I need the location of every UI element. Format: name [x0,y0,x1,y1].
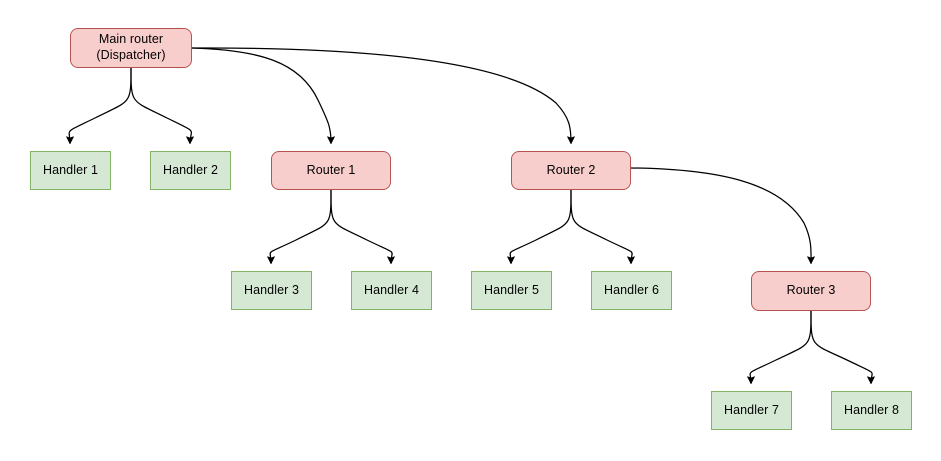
node-h3[interactable]: Handler 3 [231,271,312,310]
edge-main-to-router1 [191,47,331,143]
node-h6[interactable]: Handler 6 [591,271,672,310]
node-h1[interactable]: Handler 1 [30,151,111,190]
node-label: Handler 4 [363,282,420,297]
node-label: Main router (Dispatcher) [96,32,166,62]
node-label: Handler 1 [42,162,99,177]
edge-router2-to-h5 [510,189,572,263]
node-h7[interactable]: Handler 7 [711,391,792,430]
edges-group [69,47,872,383]
node-h8[interactable]: Handler 8 [831,391,912,430]
edge-router1-to-h3 [270,189,332,263]
edge-router1-to-h4 [330,189,392,263]
edge-main-to-h2 [130,67,191,143]
node-h5[interactable]: Handler 5 [471,271,552,310]
node-label: Handler 7 [723,402,780,417]
node-h4[interactable]: Handler 4 [351,271,432,310]
node-label: Router 1 [306,162,356,177]
node-label: Handler 8 [843,402,900,417]
edge-router3-to-h8 [810,310,872,383]
edge-router2-to-router3 [630,167,811,263]
edge-main-to-router2 [191,47,571,143]
node-router3[interactable]: Router 3 [751,271,871,311]
node-label: Handler 5 [483,282,540,297]
node-router2[interactable]: Router 2 [511,151,631,190]
node-label: Handler 2 [162,162,219,177]
node-label: Handler 3 [243,282,300,297]
edge-router3-to-h7 [750,310,812,383]
node-label: Router 3 [786,283,836,298]
node-label: Handler 6 [603,282,660,297]
edge-main-to-h1 [69,67,132,143]
node-label: Router 2 [546,162,596,177]
node-router1[interactable]: Router 1 [271,151,391,190]
node-h2[interactable]: Handler 2 [150,151,231,190]
edge-router2-to-h6 [570,189,632,263]
node-main[interactable]: Main router (Dispatcher) [70,28,192,68]
